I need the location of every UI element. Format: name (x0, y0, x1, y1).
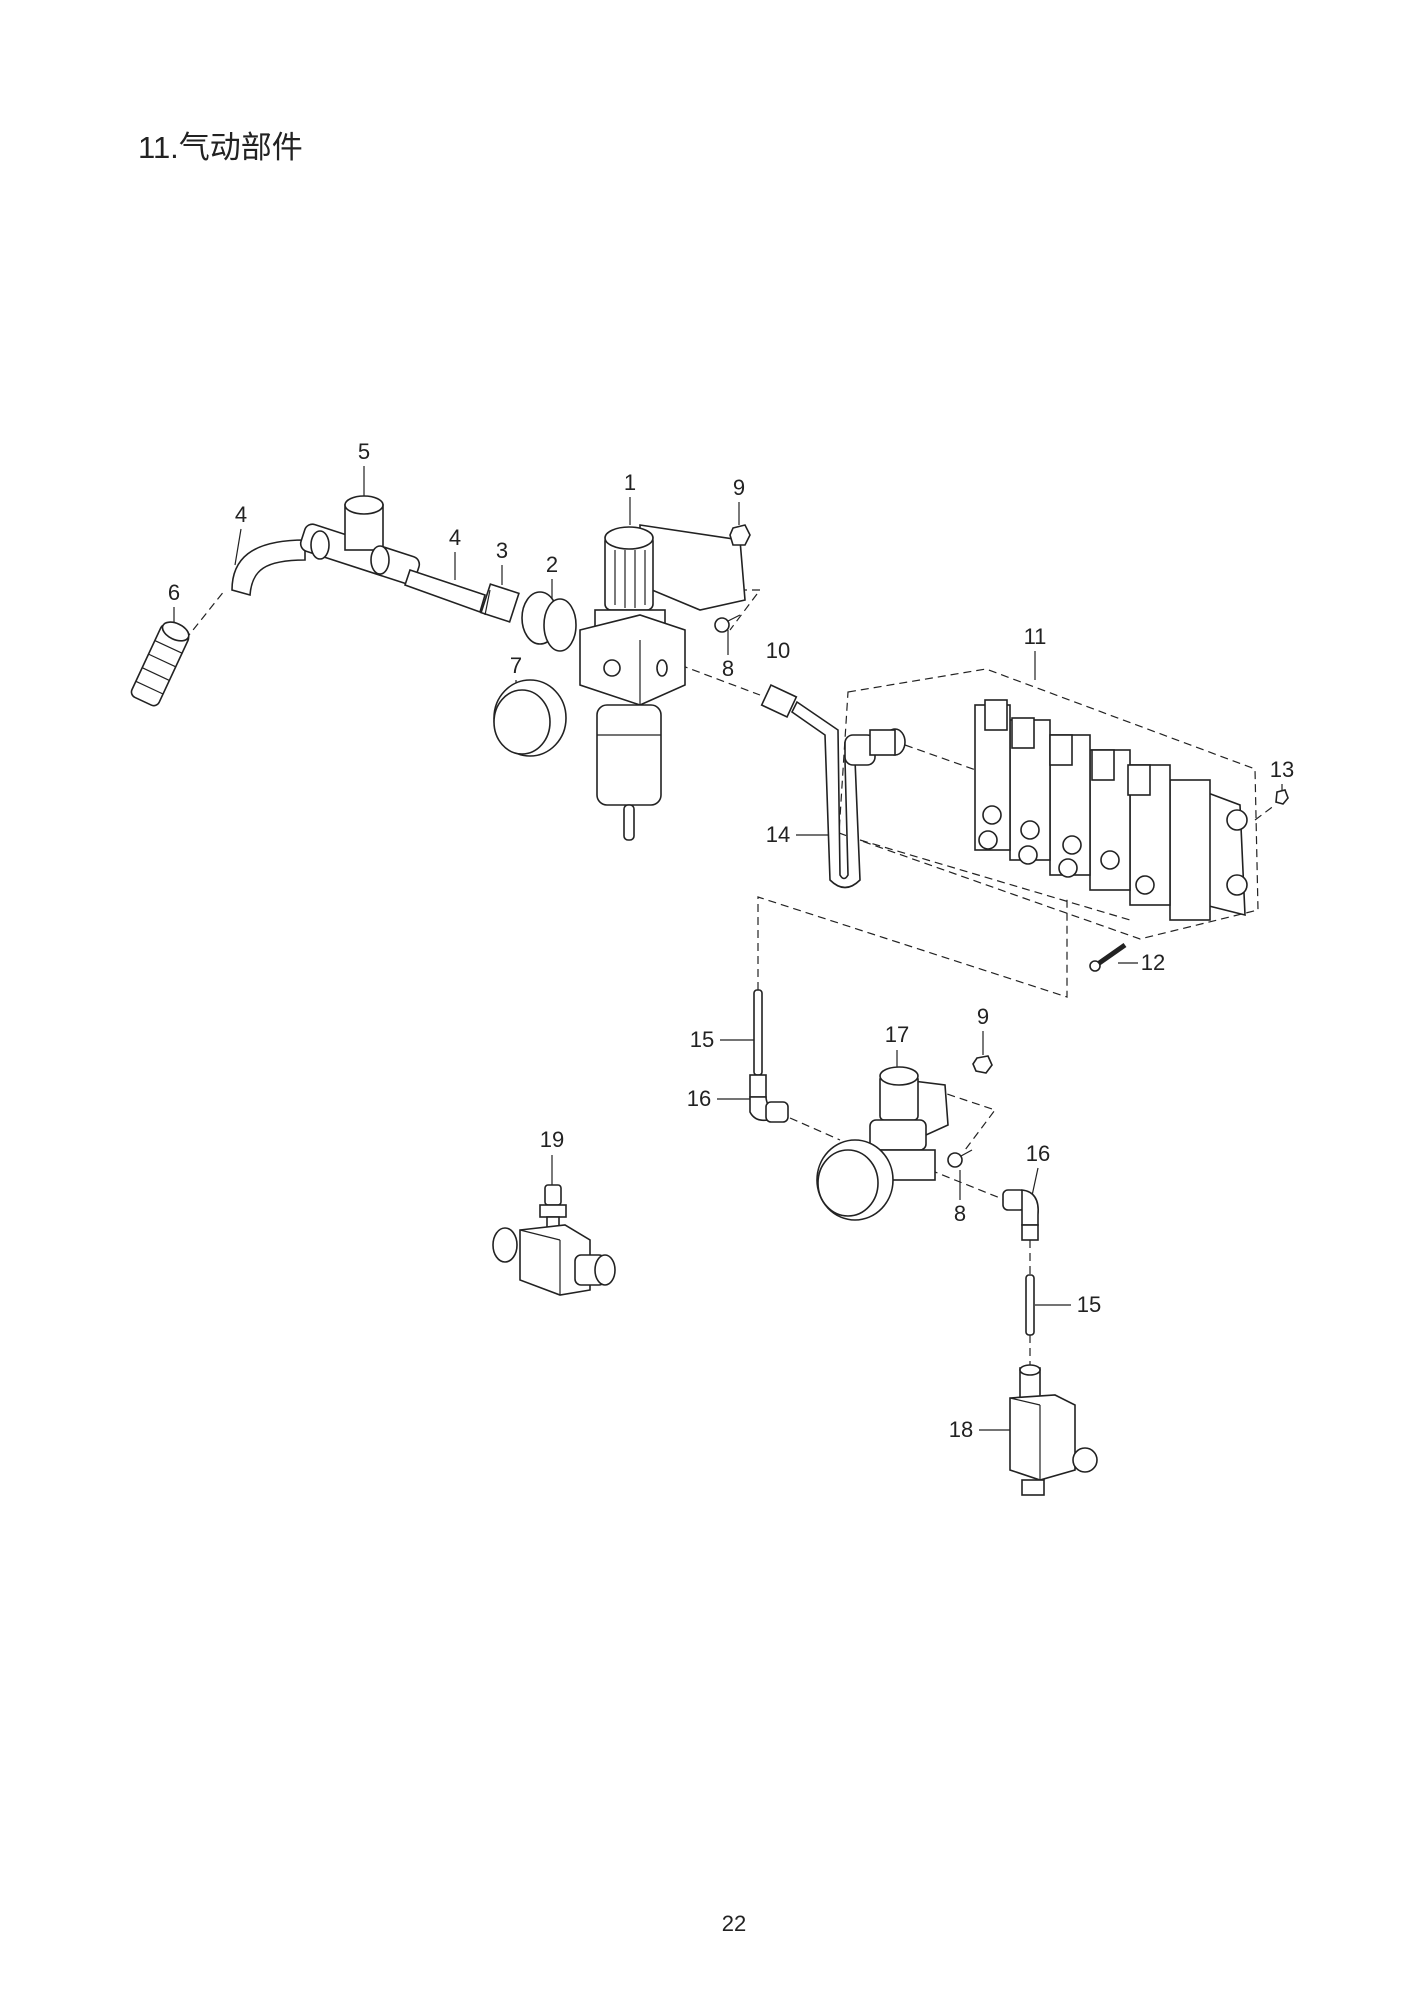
callout-13: 13 (1269, 757, 1295, 782)
part-16-elbow-lower (1002, 1189, 1039, 1241)
leader-lines (173, 466, 1283, 1431)
part-2-fitting (521, 591, 577, 652)
callout-14: 14 (765, 822, 791, 847)
callout-4-bent-tube: 4 (234, 502, 248, 527)
callout-6: 6 (167, 580, 181, 605)
callout-8-upper: 8 (721, 656, 735, 681)
callout-16-right: 16 (1025, 1141, 1051, 1166)
part-5-tee (299, 495, 421, 585)
part-4-bent-tube (231, 539, 306, 597)
callout-1: 1 (623, 470, 637, 495)
part-3-connector (480, 583, 520, 623)
assembly-dashed-lines (184, 589, 1276, 1375)
callout-3: 3 (495, 538, 509, 563)
callout-8-lower: 8 (953, 1201, 967, 1226)
part-16-elbow-upper (749, 1074, 789, 1123)
callout-12: 12 (1140, 950, 1166, 975)
part-8-screw (714, 614, 741, 633)
part-18-valve (1009, 1364, 1098, 1496)
part-8-screw-lower (947, 1149, 973, 1168)
callout-16-left: 16 (686, 1086, 712, 1111)
elbow-fitting (844, 728, 906, 766)
part-17-regulator (816, 1066, 949, 1221)
callout-5: 5 (357, 439, 371, 464)
part-10-fitting (760, 684, 798, 718)
part-14-u-tube (790, 700, 861, 889)
callout-4-tube: 4 (448, 525, 462, 550)
callout-10: 10 (765, 638, 791, 663)
callout-17: 17 (884, 1022, 910, 1047)
part-1-filter-regulator (579, 524, 746, 841)
callout-2: 2 (545, 552, 559, 577)
part-7-gauge (493, 679, 567, 757)
callout-9-upper: 9 (732, 475, 746, 500)
part-19-valve (492, 1184, 616, 1296)
part-15-tube-lower (1025, 1274, 1035, 1336)
callout-15-lower: 15 (1076, 1292, 1102, 1317)
part-4-straight-tube (403, 568, 486, 614)
part-13-nut (1275, 789, 1289, 805)
part-11-valve-manifold (974, 699, 1248, 921)
page-number: 22 (721, 1911, 747, 1936)
part-6-hose-fitting (130, 621, 190, 707)
callout-7: 7 (509, 653, 523, 678)
callout-15-upper: 15 (689, 1027, 715, 1052)
section-title: 11.气动部件 (138, 130, 303, 165)
callout-11: 11 (1023, 624, 1047, 649)
callout-9-lower: 9 (976, 1004, 990, 1029)
part-12-screw (1089, 942, 1127, 972)
callout-18: 18 (948, 1417, 974, 1442)
callout-19: 19 (539, 1127, 565, 1152)
part-9-nut-lower (972, 1055, 993, 1074)
part-15-tube-upper (753, 989, 763, 1076)
part-9-nut (729, 524, 751, 546)
